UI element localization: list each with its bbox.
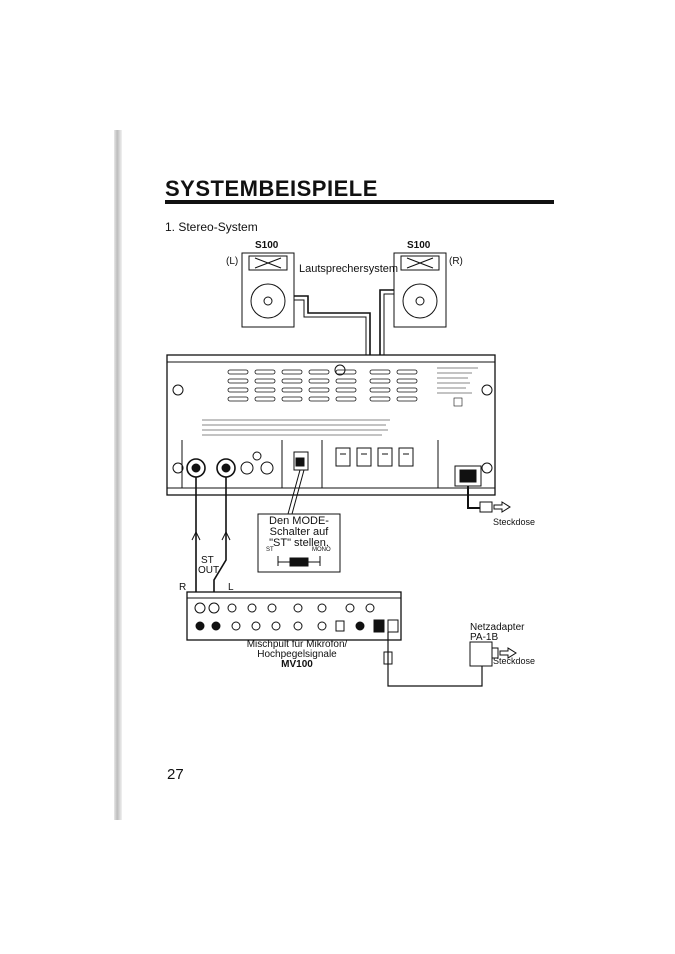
mixer-r-label: R — [179, 582, 187, 593]
amplifier-back-panel — [166, 354, 496, 496]
mixer-mv100 — [186, 591, 402, 641]
mode-mono-label: MONO — [312, 547, 331, 553]
speaker-right-channel: (R) — [449, 256, 463, 267]
st-out-line2: OUT — [198, 565, 220, 576]
mixer-l-label: L — [228, 582, 234, 593]
speaker-left — [241, 252, 295, 328]
netzadapter — [469, 641, 517, 667]
speaker-right-model: S100 — [407, 240, 431, 251]
section-subtitle: 1. Stereo-System — [165, 220, 258, 234]
mode-st-label: ST — [266, 547, 274, 553]
st-out-line1: ST — [201, 555, 214, 566]
page-title: SYSTEMBEISPIELE — [165, 176, 378, 201]
outlet-adapter-label: Steckdose — [493, 656, 536, 666]
page-number: 27 — [167, 766, 184, 783]
mode-note-box — [257, 469, 341, 573]
page-binding-edge — [114, 130, 122, 820]
speaker-left-model: S100 — [255, 240, 279, 251]
adapter-label: Netzadapter — [470, 622, 525, 633]
mode-note-line2: Schalter auf — [269, 526, 329, 538]
mode-note-line1: Den MODE- — [269, 515, 329, 527]
title-rule — [165, 200, 554, 204]
speaker-right — [393, 252, 447, 328]
mode-note-line3: "ST" stellen. — [269, 537, 329, 549]
mixer-model: MV100 — [281, 659, 313, 670]
adapter-model: PA-1B — [470, 632, 499, 643]
outlet-amp-label: Steckdose — [493, 517, 536, 527]
mixer-caption-line2: Hochpegelsignale — [257, 649, 337, 660]
speaker-system-label: Lautsprechersystem — [299, 263, 399, 275]
speaker-left-channel: (L) — [226, 256, 239, 267]
mixer-caption-line1: Mischpult für Mikrofon/ — [246, 639, 348, 650]
